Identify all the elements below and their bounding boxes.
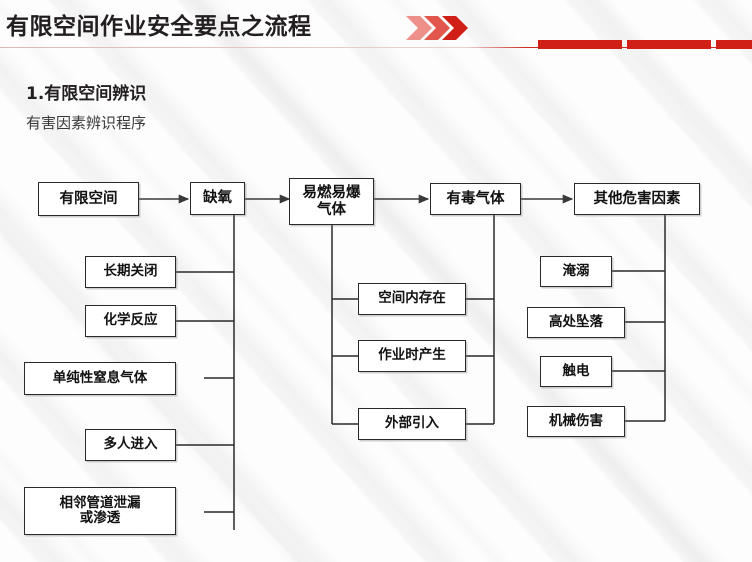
section-subheading: 有害因素辨识程序 (26, 114, 147, 132)
flow-node-drowning[interactable]: 淹溺 (540, 256, 612, 287)
flow-node-chemical-reaction[interactable]: 化学反应 (85, 305, 176, 337)
page-title: 有限空间作业安全要点之流程 (6, 14, 312, 40)
double-chevron-right-icon (404, 13, 476, 43)
flow-node-mechanical-injury[interactable]: 机械伤害 (527, 406, 625, 437)
header-accent-block-3 (716, 40, 752, 49)
flow-node-long-term-closure[interactable]: 长期关闭 (85, 256, 176, 288)
header-accent-block-2 (627, 40, 711, 49)
flow-node-flammable-gas[interactable]: 易燃易爆 气体 (289, 178, 374, 225)
header-accent-block-1 (538, 40, 622, 49)
flow-node-toxic-gas[interactable]: 有毒气体 (430, 183, 521, 215)
flow-node-external-introduction[interactable]: 外部引入 (358, 408, 466, 440)
flow-node-fall-from-height[interactable]: 高处坠落 (527, 307, 625, 338)
flow-node-exists-in-space[interactable]: 空间内存在 (358, 283, 466, 315)
flow-node-oxygen-deficiency[interactable]: 缺氧 (190, 182, 245, 215)
flow-node-other-hazards[interactable]: 其他危害因素 (574, 183, 700, 215)
flow-node-simple-asphyxiant-gas[interactable]: 单纯性窒息气体 (24, 362, 176, 395)
slide-header: 有限空间作业安全要点之流程 (0, 0, 752, 56)
flow-node-electric-shock[interactable]: 触电 (540, 356, 612, 387)
flow-node-generated-during-work[interactable]: 作业时产生 (358, 340, 466, 372)
flow-node-multiple-people-entry[interactable]: 多人进入 (85, 429, 176, 461)
flow-node-adjacent-pipe-leak[interactable]: 相邻管道泄漏 或渗透 (24, 487, 176, 535)
section-heading: 1.有限空间辨识 (26, 84, 147, 104)
header-divider (0, 47, 752, 48)
flow-node-confined-space[interactable]: 有限空间 (38, 182, 139, 216)
